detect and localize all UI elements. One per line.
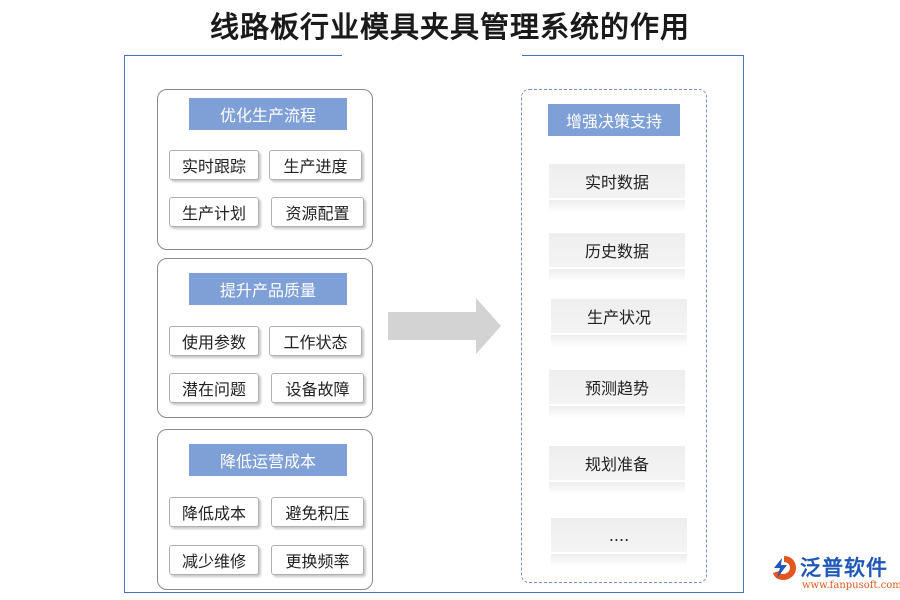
item-chip: 降低成本	[169, 497, 259, 527]
item-chip: 减少维修	[169, 545, 259, 575]
item-chip: 更换频率	[271, 545, 364, 575]
brand-logo-icon	[773, 556, 796, 580]
item-chip: 生产计划	[169, 197, 259, 227]
item-chip: 避免积压	[271, 497, 364, 527]
item-chip: 资源配置	[271, 197, 364, 227]
panel-item: 生产状况	[551, 299, 687, 347]
decision-support-panel	[521, 89, 707, 583]
item-chip: 生产进度	[269, 150, 362, 180]
group-heading: 降低运营成本	[189, 444, 347, 476]
brand-logo: 泛普软件 www.fanpusoft.com	[770, 552, 900, 598]
item-chip: 实时跟踪	[169, 150, 259, 180]
panel-item: 实时数据	[549, 164, 685, 212]
panel-item: 预测趋势	[549, 370, 685, 418]
group-heading: 优化生产流程	[189, 98, 347, 130]
item-chip: 使用参数	[169, 326, 259, 356]
group-heading: 提升产品质量	[189, 273, 347, 305]
item-chip: 潜在问题	[169, 373, 259, 403]
group-improve-quality: 提升产品质量 使用参数 工作状态 潜在问题 设备故障	[157, 258, 373, 418]
group-reduce-cost: 降低运营成本 降低成本 避免积压 减少维修 更换频率	[157, 429, 373, 590]
panel-item: 历史数据	[549, 233, 685, 281]
panel-item: ....	[551, 518, 687, 566]
brand-name: 泛普软件	[800, 556, 888, 580]
item-chip: 工作状态	[269, 326, 362, 356]
panel-item: 规划准备	[549, 446, 685, 494]
item-chip: 设备故障	[271, 373, 364, 403]
diagram-title: 线路板行业模具夹具管理系统的作用	[209, 10, 690, 44]
group-optimize-production: 优化生产流程 实时跟踪 生产进度 生产计划 资源配置	[157, 89, 373, 250]
frame-title-gap	[342, 49, 522, 61]
panel-heading: 增强决策支持	[548, 104, 680, 136]
right-arrow-icon	[388, 298, 501, 354]
brand-url: www.fanpusoft.com	[802, 580, 900, 591]
